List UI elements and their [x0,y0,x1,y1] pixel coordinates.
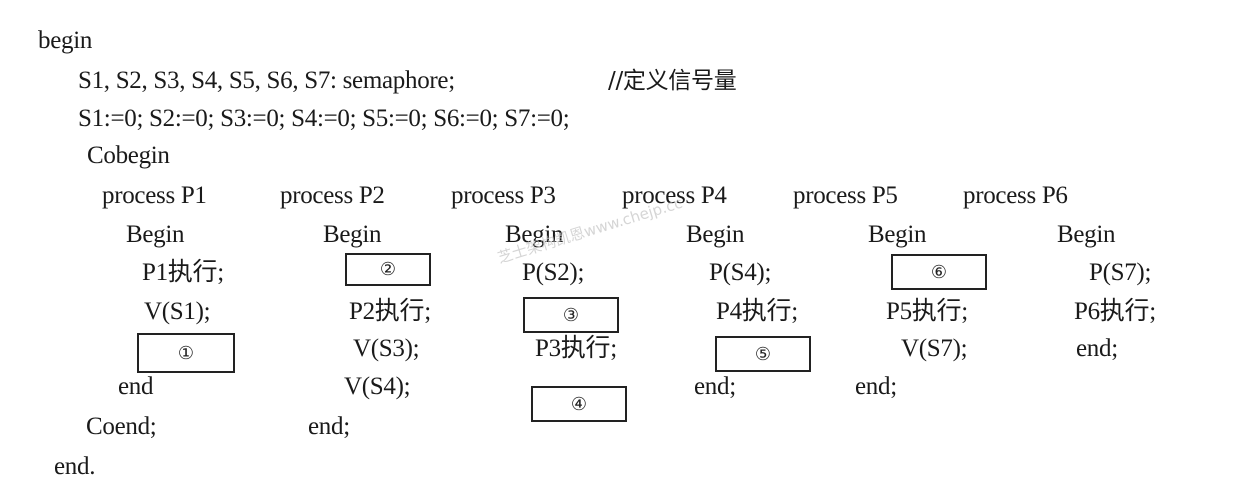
declaration-comment: //定义信号量 [608,68,737,94]
program-end: end. [54,453,96,480]
blank-box-6[interactable]: ⑥ [891,254,987,290]
p6-wait-s7: P(S7); [1089,259,1152,286]
process-p4-header: process P4 [622,182,727,209]
blank-box-5[interactable]: ⑤ [715,336,811,372]
p6-execute: P6执行; [1074,298,1156,325]
p1-begin: Begin [126,221,185,248]
program-begin: begin [38,27,93,54]
p1-execute: P1执行; [142,259,224,286]
p6-end: end; [1076,335,1118,362]
coend-keyword: Coend; [86,413,157,440]
semaphore-initialization: S1:=0; S2:=0; S3:=0; S4:=0; S5:=0; S6:=0… [78,105,570,132]
p2-begin: Begin [323,221,382,248]
p1-signal-s1: V(S1); [144,298,211,325]
p1-end: end [118,373,154,400]
process-p2-header: process P2 [280,182,385,209]
p4-begin: Begin [686,221,745,248]
process-p3-header: process P3 [451,182,556,209]
p5-end: end; [855,373,897,400]
p6-begin: Begin [1057,221,1116,248]
p2-execute: P2执行; [349,298,431,325]
process-p5-header: process P5 [793,182,898,209]
p2-signal-s3: V(S3); [353,335,420,362]
semaphore-declaration: S1, S2, S3, S4, S5, S6, S7: semaphore; [78,67,455,94]
process-p6-header: process P6 [963,182,1068,209]
p4-end: end; [694,373,736,400]
p5-execute: P5执行; [886,298,968,325]
p2-end: end; [308,413,350,440]
process-p1-header: process P1 [102,182,207,209]
p5-begin: Begin [868,221,927,248]
p2-signal-s4: V(S4); [344,373,411,400]
p4-wait-s4: P(S4); [709,259,772,286]
p3-wait-s2: P(S2); [522,259,585,286]
blank-box-1[interactable]: ① [137,333,235,373]
p3-execute: P3执行; [535,335,617,362]
blank-box-4[interactable]: ④ [531,386,627,422]
p5-signal-s7: V(S7); [901,335,968,362]
blank-box-2[interactable]: ② [345,253,431,286]
cobegin-keyword: Cobegin [87,142,170,169]
blank-box-3[interactable]: ③ [523,297,619,333]
p3-begin: Begin [505,221,564,248]
p4-execute: P4执行; [716,298,798,325]
